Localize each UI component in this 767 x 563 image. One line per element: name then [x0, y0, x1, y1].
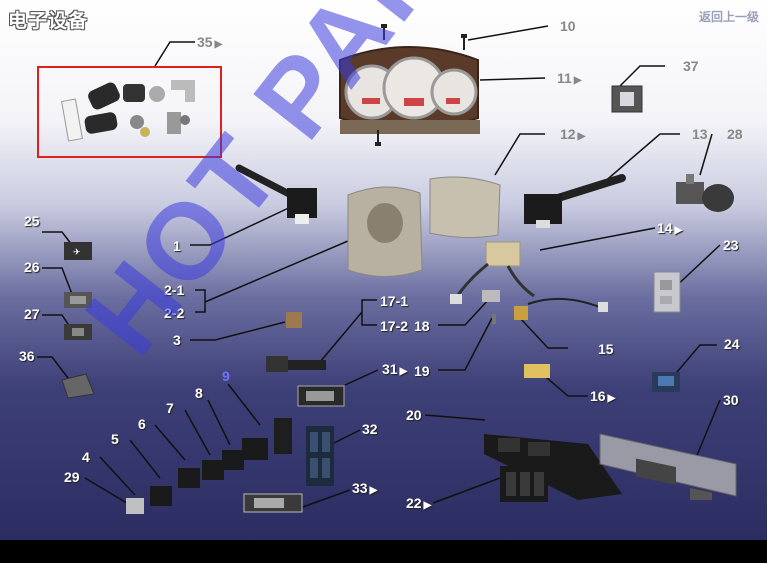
label-29: 29: [64, 469, 80, 485]
arrow-icon: ▶: [423, 500, 432, 511]
label-11[interactable]: 11▶: [557, 70, 582, 86]
arrow-icon: ▶: [573, 75, 582, 86]
label-14-text: 14: [657, 220, 673, 236]
label-15: 15: [598, 341, 614, 357]
switch-4-part[interactable]: [146, 482, 176, 510]
remote-key-set-part[interactable]: [45, 72, 210, 152]
label-16-text: 16: [590, 388, 606, 404]
switch-36-part[interactable]: [58, 372, 98, 400]
ignition-harness-part[interactable]: [448, 240, 543, 310]
label-25: 25: [24, 213, 40, 229]
label-32: 32: [362, 421, 378, 437]
label-14[interactable]: 14▶: [657, 220, 682, 236]
label-10: 10: [560, 18, 576, 34]
steering-column-shroud-part[interactable]: [340, 175, 515, 285]
label-24: 24: [724, 336, 740, 352]
label-9: 9: [222, 368, 230, 384]
label-12[interactable]: 12▶: [560, 126, 585, 142]
arrow-icon: ▶: [674, 225, 683, 236]
label-7: 7: [166, 400, 174, 416]
label-31[interactable]: 31▶: [382, 361, 407, 377]
label-31-text: 31: [382, 361, 398, 377]
cluster-screws-part[interactable]: [375, 22, 475, 157]
label-4: 4: [82, 449, 90, 465]
label-13: 13: [692, 126, 708, 142]
label-22-text: 22: [406, 495, 422, 511]
switch-9-part[interactable]: [270, 414, 298, 458]
label-36: 36: [19, 348, 35, 364]
switch-8-part[interactable]: [238, 434, 272, 464]
label-33-text: 33: [352, 480, 368, 496]
steering-angle-sensor-part[interactable]: [672, 170, 742, 218]
sensor-18-part[interactable]: [480, 288, 504, 306]
label-33[interactable]: 33▶: [352, 480, 377, 496]
parts-diagram-canvas: 电子设备 返回上一级: [0, 0, 767, 540]
label-19: 19: [414, 363, 430, 379]
label-23: 23: [723, 237, 739, 253]
wiper-switch-part[interactable]: [235, 162, 325, 232]
instrument-cluster-part[interactable]: [334, 40, 484, 150]
label-35-text: 35: [197, 34, 213, 50]
door-switch-panel-part[interactable]: [596, 424, 744, 500]
arrow-icon: ▶: [214, 39, 223, 50]
label-30: 30: [723, 392, 739, 408]
switch-31-part[interactable]: [296, 384, 348, 410]
label-35[interactable]: 35▶: [197, 34, 222, 50]
remote-key-selection-box[interactable]: [37, 66, 222, 158]
label-16[interactable]: 16▶: [590, 388, 615, 404]
switch-27-part[interactable]: [62, 322, 96, 344]
master-window-switch-part[interactable]: [478, 424, 628, 504]
switch-7-part[interactable]: [218, 446, 248, 474]
sensor-15-part[interactable]: [512, 290, 612, 330]
label-8: 8: [195, 385, 203, 401]
switch-5-part[interactable]: [174, 464, 204, 492]
label-28: 28: [727, 126, 743, 142]
arrow-icon: ▶: [399, 366, 408, 377]
label-26: 26: [24, 259, 40, 275]
label-3: 3: [173, 332, 181, 348]
screw-19-part[interactable]: [488, 312, 502, 328]
sensor-16-part[interactable]: [522, 360, 558, 384]
label-11-text: 11: [557, 70, 572, 86]
page-title: 电子设备: [8, 10, 89, 32]
bezel-frame-part[interactable]: [610, 84, 646, 116]
switch-24-part[interactable]: [648, 368, 686, 398]
door-lock-actuator-part[interactable]: [648, 268, 690, 320]
label-2-1: 2-1: [164, 282, 185, 298]
back-to-parent-link[interactable]: 返回上一级: [698, 10, 759, 24]
label-17-1: 17-1: [380, 293, 409, 309]
label-17-2: 17-2: [380, 318, 409, 334]
label-27: 27: [24, 306, 40, 322]
switch-29-part[interactable]: [122, 494, 150, 518]
relay-part[interactable]: [284, 310, 306, 332]
svg-text:✈: ✈: [73, 248, 81, 258]
leader-lines: [37, 25, 721, 509]
window-switch-32-part[interactable]: [302, 422, 338, 490]
label-22[interactable]: 22▶: [406, 495, 431, 511]
switch-6-part[interactable]: [198, 456, 228, 484]
connector-17-part[interactable]: [262, 350, 332, 380]
label-12-text: 12: [560, 126, 576, 142]
label-37: 37: [683, 58, 699, 74]
label-6: 6: [138, 416, 146, 432]
switch-26-part[interactable]: [62, 290, 96, 312]
arrow-icon: ▶: [369, 485, 378, 496]
switch-25-part[interactable]: ✈: [62, 240, 96, 262]
bottom-bar: [0, 540, 767, 563]
window-switch-22-part[interactable]: [496, 462, 554, 508]
switch-33-part[interactable]: [242, 492, 306, 516]
light-switch-part[interactable]: [518, 170, 628, 235]
label-18: 18: [414, 318, 430, 334]
label-5: 5: [111, 431, 119, 447]
arrow-icon: ▶: [607, 393, 616, 404]
label-2-2: 2-2: [164, 305, 185, 321]
label-20: 20: [406, 407, 422, 423]
label-1: 1: [173, 238, 181, 254]
arrow-icon: ▶: [577, 131, 586, 142]
